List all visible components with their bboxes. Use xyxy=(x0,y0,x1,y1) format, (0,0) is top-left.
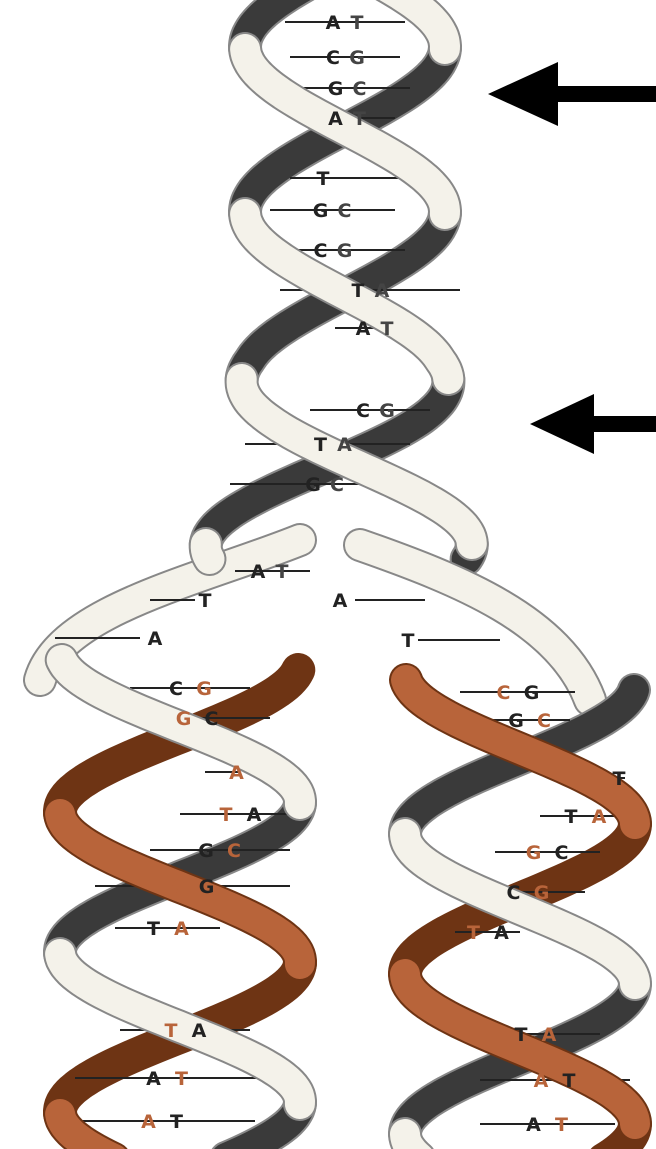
left-pair-6-right-base: A xyxy=(174,918,189,940)
right-pair-6-right-base: A xyxy=(494,922,509,944)
arrow-top-head xyxy=(488,62,558,126)
parent-pair-7-left-base: T xyxy=(352,280,365,302)
right-pair-2-left-base: A xyxy=(584,768,599,790)
base-pair-rungs xyxy=(55,22,630,1124)
back-strands xyxy=(40,0,635,1149)
left-pair-5-right-base: G xyxy=(199,876,215,898)
left-pair-9-right-base: T xyxy=(170,1111,183,1133)
parent-pair-0-right-base: T xyxy=(351,12,364,34)
left-pair-8-left-base: A xyxy=(146,1068,161,1090)
unpaired-base-3: T xyxy=(402,630,415,652)
parent-strand-a-body-4 xyxy=(206,544,210,559)
right-pair-3-right-base: A xyxy=(592,806,607,828)
right-pair-5-right-base: G xyxy=(534,882,550,904)
left-pair-8-right-base: T xyxy=(175,1068,188,1090)
arrow-middle-head xyxy=(530,394,594,454)
right-old-strand-body-3 xyxy=(405,1134,419,1149)
parent-pair-1-right-base: G xyxy=(349,47,365,69)
right-pair-7-right-base: A xyxy=(542,1024,557,1046)
arrow-middle-shaft xyxy=(588,416,656,432)
unpaired-base-1: A xyxy=(148,628,163,650)
parent-pair-1-left-base: C xyxy=(326,47,340,69)
left-pair-9-left-base: A xyxy=(141,1111,156,1133)
parent-pair-10-left-base: T xyxy=(314,434,327,456)
right-pair-8-left-base: A xyxy=(534,1070,549,1092)
arrow-middle xyxy=(530,394,656,454)
right-pair-1-left-base: G xyxy=(508,710,524,732)
front-strands xyxy=(60,0,635,1149)
right-pair-8-right-base: T xyxy=(563,1070,576,1092)
right-pair-7-left-base: T xyxy=(515,1024,528,1046)
unpaired-base-2: A xyxy=(333,590,348,612)
arrow-top xyxy=(488,62,656,126)
parent-pair-12-left-base: A xyxy=(251,561,266,583)
right-pair-6-left-base: T xyxy=(467,922,480,944)
parent-pair-2-right-base: C xyxy=(353,78,367,100)
left-pair-3-left-base: T xyxy=(220,804,233,826)
right-pair-0-right-base: G xyxy=(524,682,540,704)
parent-pair-6-left-base: C xyxy=(314,240,328,262)
parent-pair-7-right-base: A xyxy=(375,280,390,302)
left-pair-3-right-base: A xyxy=(247,804,262,826)
left-pair-1-left-base: G xyxy=(176,708,192,730)
parent-strand-a-body-0 xyxy=(375,0,445,49)
right-pair-3-left-base: T xyxy=(565,806,578,828)
left-pair-1-right-base: C xyxy=(205,708,219,730)
left-pair-0-right-base: G xyxy=(196,678,212,700)
parent-pair-0-left-base: A xyxy=(326,12,341,34)
parent-pair-3-right-base: T xyxy=(353,108,366,130)
right-pair-2-right-base: T xyxy=(613,768,626,790)
parent-pair-5-left-base: G xyxy=(313,200,329,222)
parent-pair-3-left-base: A xyxy=(328,108,343,130)
parent-pair-5-right-base: C xyxy=(338,200,352,222)
parent-pair-6-right-base: G xyxy=(337,240,353,262)
right-pair-4-left-base: G xyxy=(526,842,542,864)
left-pair-7-right-base: A xyxy=(192,1020,207,1042)
parent-pair-11-left-base: G xyxy=(305,474,321,496)
left-pair-4-left-base: G xyxy=(198,840,214,862)
parent-pair-12-right-base: T xyxy=(276,561,289,583)
right-pair-9-right-base: T xyxy=(555,1114,568,1136)
left-pair-0-left-base: C xyxy=(169,678,183,700)
parent-pair-11-right-base: C xyxy=(330,474,344,496)
left-pair-6-left-base: T xyxy=(147,918,160,940)
parent-pair-4-left-base: T xyxy=(317,168,330,190)
parent-pair-2-left-base: G xyxy=(328,78,344,100)
right-pair-9-left-base: A xyxy=(526,1114,541,1136)
unpaired-base-0: T xyxy=(199,590,212,612)
parent-pair-9-left-base: C xyxy=(356,400,370,422)
parent-pair-8-right-base: T xyxy=(381,318,394,340)
parent-pair-10-right-base: A xyxy=(337,434,352,456)
parent-pair-9-right-base: G xyxy=(379,400,395,422)
right-pair-1-right-base: C xyxy=(537,710,551,732)
left-pair-7-left-base: T xyxy=(165,1020,178,1042)
right-pair-0-left-base: C xyxy=(497,682,511,704)
parent-pair-8-left-base: A xyxy=(356,318,371,340)
left-pair-2-right-base: A xyxy=(229,762,244,784)
right-pair-5-left-base: C xyxy=(507,882,521,904)
left-new-strand-body-3 xyxy=(60,1114,114,1149)
arrow-top-shaft xyxy=(552,86,656,102)
left-pair-5-left-base: C xyxy=(172,876,186,898)
right-pair-4-right-base: C xyxy=(555,842,569,864)
left-pair-4-right-base: C xyxy=(227,840,241,862)
